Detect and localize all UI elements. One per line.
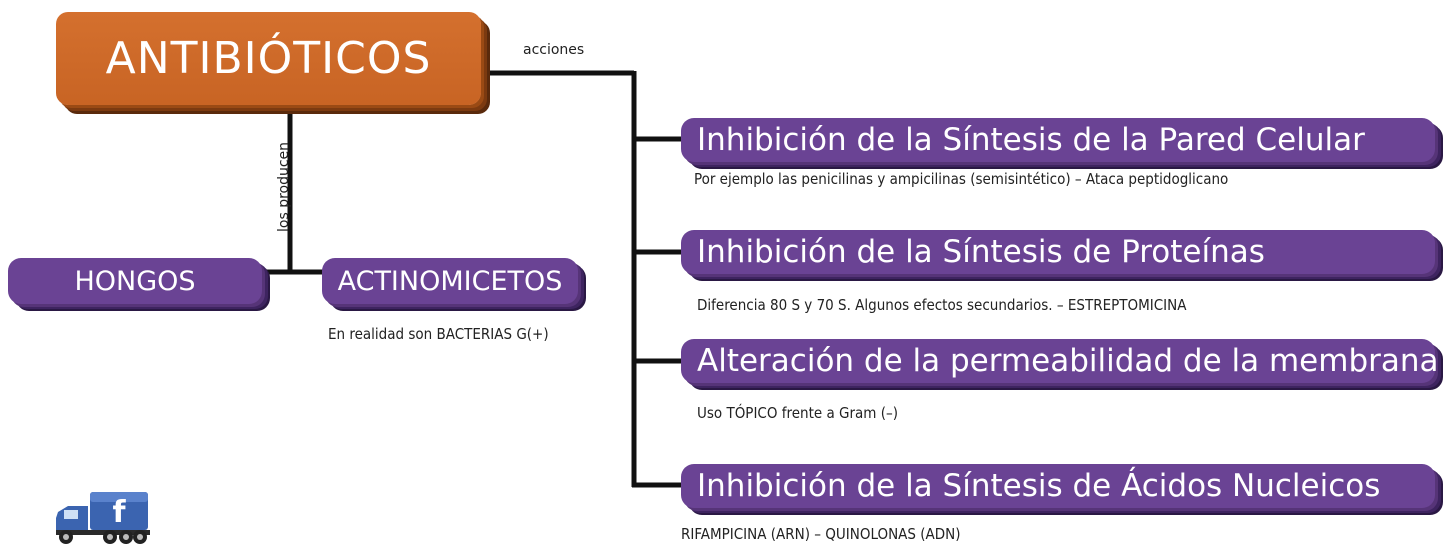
svg-text:f: f bbox=[112, 495, 126, 530]
facebook-truck-icon[interactable]: f bbox=[52, 488, 152, 548]
note-action-acidos-nucleicos: RIFAMPICINA (ARN) – QUINOLONAS (ADN) bbox=[681, 525, 961, 543]
note-action-membrana: Uso TÓPICO frente a Gram (–) bbox=[697, 404, 898, 422]
concept-action-acidos-nucleicos: Inhibición de la Síntesis de Ácidos Nucl… bbox=[681, 464, 1435, 508]
edge-label-los-producen: los producen bbox=[276, 141, 292, 232]
note-action-pared-celular: Por ejemplo las penicilinas y ampicilina… bbox=[694, 170, 1229, 188]
concept-title: ANTIBIÓTICOS bbox=[105, 33, 432, 84]
concept-actinomicetos-label: ACTINOMICETOS bbox=[337, 265, 563, 297]
action-label: Inhibición de la Síntesis de Proteínas bbox=[697, 234, 1265, 270]
concept-hongos-label: HONGOS bbox=[74, 265, 196, 297]
action-label: Alteración de la permeabilidad de la mem… bbox=[697, 343, 1439, 379]
concept-action-membrana: Alteración de la permeabilidad de la mem… bbox=[681, 339, 1439, 383]
note-actinomicetos: En realidad son BACTERIAS G(+) bbox=[328, 325, 549, 343]
concept-actinomicetos: ACTINOMICETOS bbox=[322, 258, 578, 304]
action-label: Inhibición de la Síntesis de la Pared Ce… bbox=[697, 122, 1365, 158]
edge-label-acciones: acciones bbox=[523, 42, 585, 58]
concept-action-proteinas: Inhibición de la Síntesis de Proteínas bbox=[681, 230, 1435, 274]
concept-hongos: HONGOS bbox=[8, 258, 262, 304]
action-label: Inhibición de la Síntesis de Ácidos Nucl… bbox=[697, 468, 1381, 504]
note-action-proteinas: Diferencia 80 S y 70 S. Algunos efectos … bbox=[697, 296, 1187, 314]
concept-action-pared-celular: Inhibición de la Síntesis de la Pared Ce… bbox=[681, 118, 1435, 162]
concept-antibioticos: ANTIBIÓTICOS bbox=[56, 12, 481, 105]
